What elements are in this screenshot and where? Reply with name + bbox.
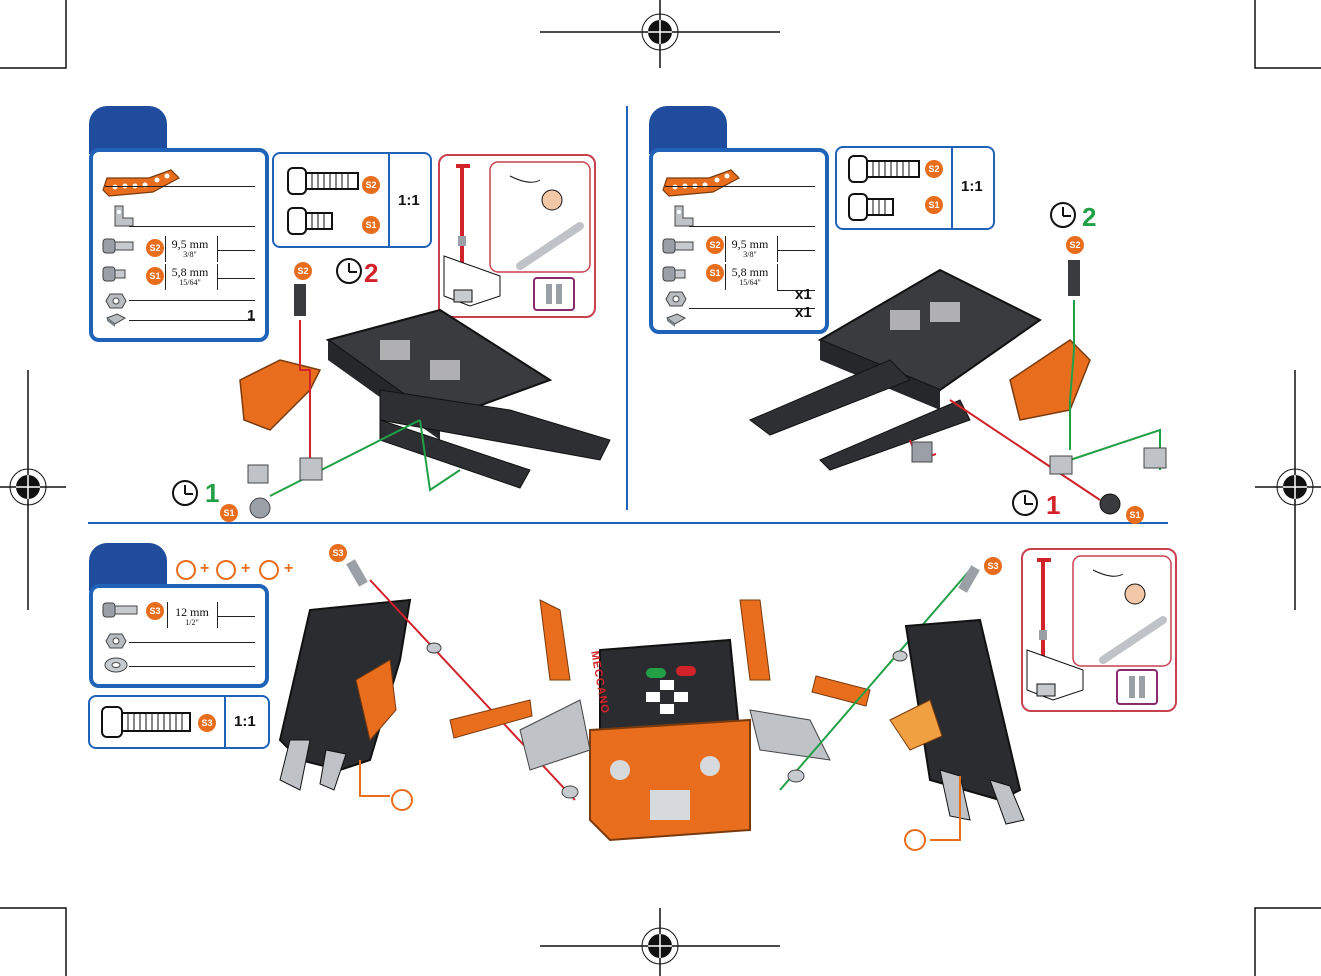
s2-badge: S2 [294, 262, 312, 280]
s2-badge: S2 [1066, 236, 1084, 254]
washer-icon [103, 656, 129, 674]
step-tab [649, 106, 727, 154]
angled-orange-beam-icon [661, 168, 741, 198]
allen-key-illustration [1023, 550, 1175, 710]
s3-badge: S3 [329, 544, 347, 562]
screw-s1-icon [847, 190, 907, 226]
plus-sign: + [200, 560, 209, 578]
screw-s2-icon [286, 164, 362, 198]
step-ref-circle [216, 560, 236, 580]
scale-box: S3 1:1 [88, 695, 270, 749]
s2-badge: S2 [706, 236, 724, 254]
screw-s2-icon [847, 152, 923, 186]
assembly-illustration-step-b [740, 230, 1180, 520]
square-nut-icon [665, 312, 687, 328]
order-number: 2 [1082, 204, 1096, 230]
clock-icon [172, 480, 198, 506]
s1-badge: S1 [925, 196, 943, 214]
scale-ratio: 1:1 [398, 192, 420, 209]
hex-nut-icon [665, 290, 687, 308]
s1-badge: S1 [220, 504, 238, 522]
square-nut-icon [105, 312, 127, 328]
clock-icon [336, 258, 362, 284]
step-tab [89, 106, 167, 154]
screw-s2-icon [661, 236, 697, 256]
screw-s3-icon [101, 600, 141, 622]
screw-s3-icon [100, 703, 194, 743]
s1-badge: S1 [706, 264, 724, 282]
scale-box: S2 S1 1:1 [835, 146, 995, 230]
clock-icon [1050, 202, 1076, 228]
clock-icon [1012, 490, 1038, 516]
assembly-illustration-step-a [230, 260, 625, 522]
step-ref-circle [176, 560, 196, 580]
screw-s1-icon [661, 264, 697, 284]
angled-orange-beam-icon [101, 168, 181, 198]
angle-bracket-icon [111, 204, 135, 228]
order-number: 2 [364, 260, 378, 286]
hex-nut-icon [105, 292, 127, 310]
s1-badge: S1 [146, 267, 164, 285]
s2-badge: S2 [146, 239, 164, 257]
lock-nut-icon [105, 632, 127, 650]
scale-ratio: 1:1 [234, 713, 256, 730]
s1-badge: S1 [1126, 506, 1144, 524]
s3-badge: S3 [146, 602, 164, 620]
robot-assembly-illustration [270, 540, 1060, 860]
s2-badge: S2 [362, 176, 380, 194]
order-number: 1 [1046, 492, 1060, 518]
s2-badge: S2 [925, 160, 943, 178]
plus-sign: + [241, 560, 250, 578]
s3-badge: S3 [984, 557, 1002, 575]
tool-tip-box [1021, 548, 1177, 712]
scale-ratio: 1:1 [961, 178, 983, 195]
s1-badge: S1 [362, 216, 380, 234]
order-number: 1 [205, 480, 219, 506]
screw-s1-icon [286, 204, 346, 240]
scale-box: S2 S1 1:1 [272, 152, 432, 248]
screw-s2-icon [101, 236, 137, 256]
angle-bracket-icon [671, 204, 695, 228]
screw-s1-icon [101, 264, 137, 284]
s3-badge: S3 [198, 714, 216, 732]
